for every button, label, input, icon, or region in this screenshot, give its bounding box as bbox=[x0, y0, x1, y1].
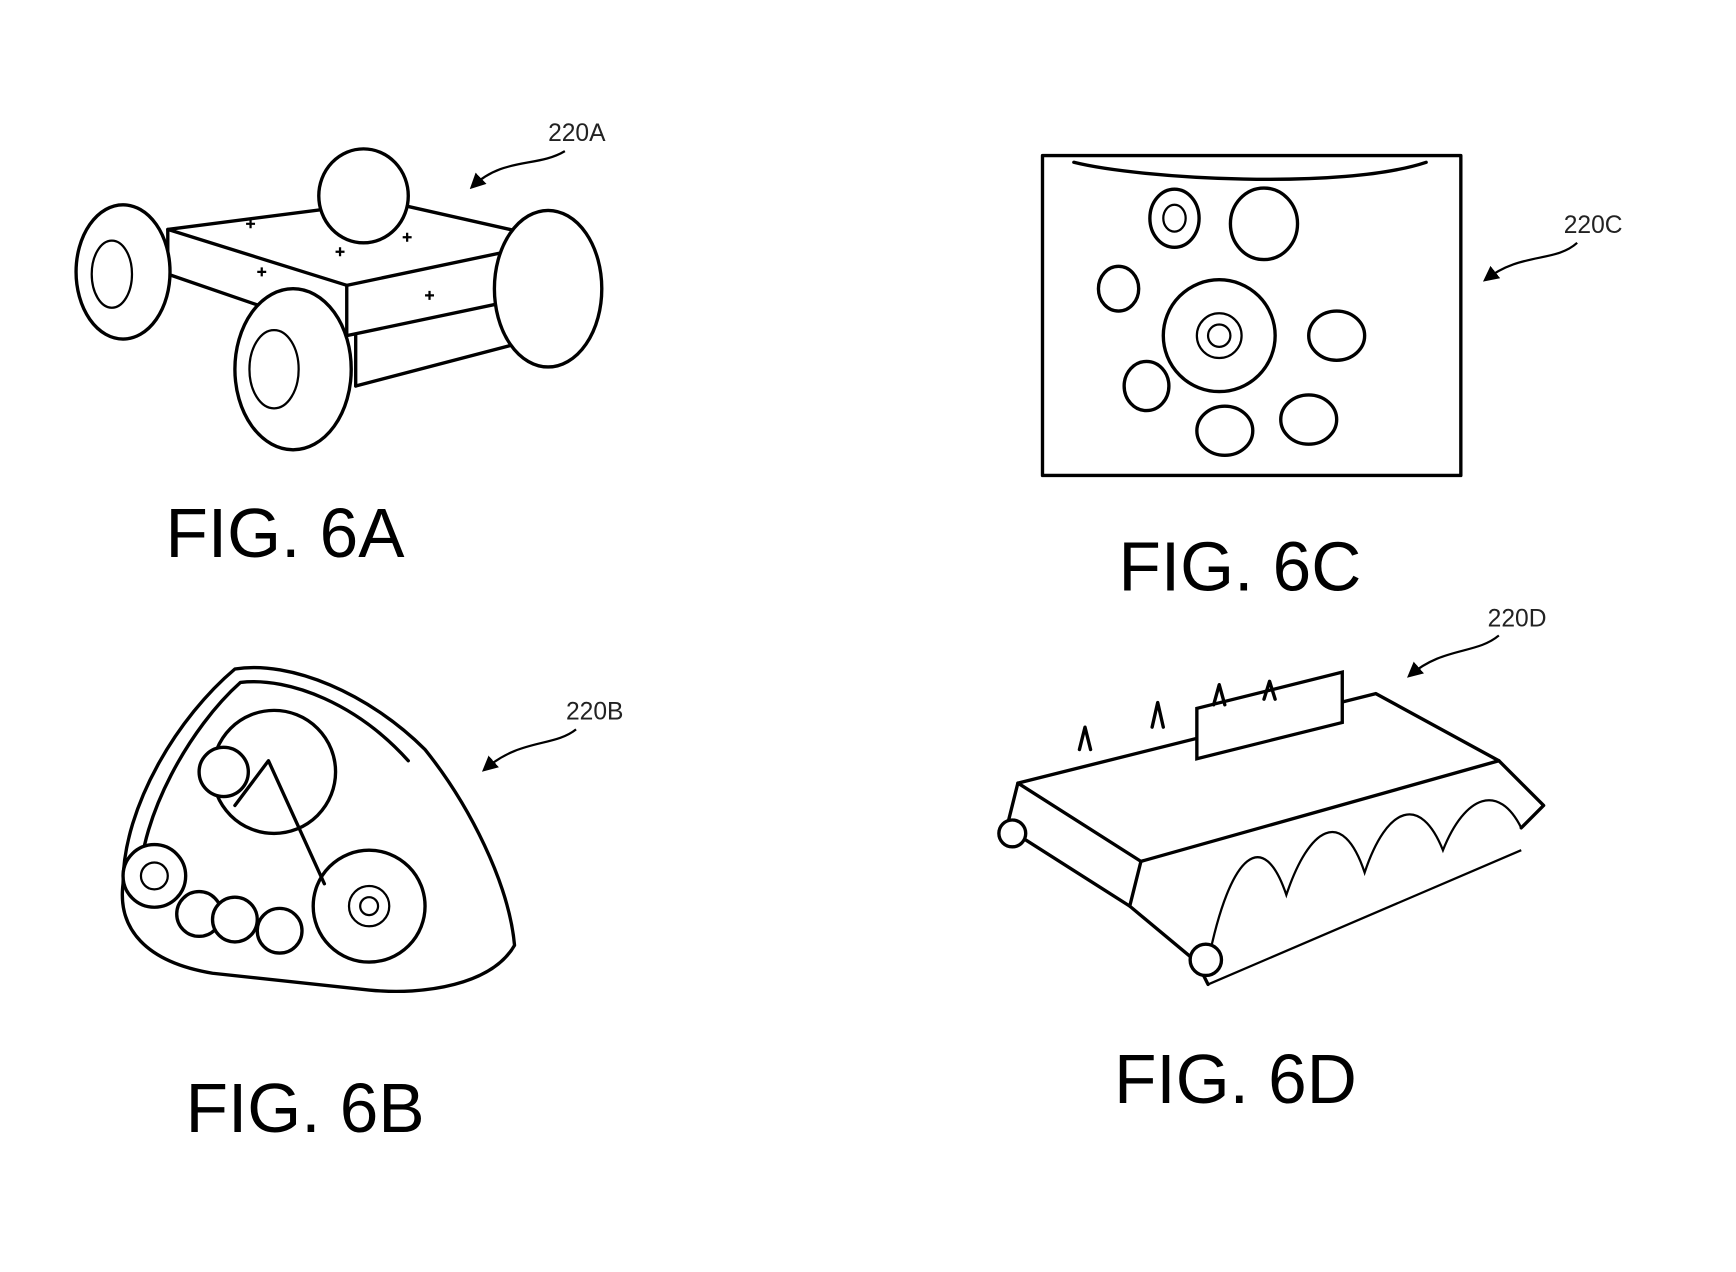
fig-6b-track-unit bbox=[120, 665, 517, 994]
fig-6c-mecanum-wheel bbox=[1040, 153, 1463, 478]
fig-6a-wheeled-platform bbox=[74, 147, 604, 452]
figure-caption-6b: FIG. 6B bbox=[186, 1069, 425, 1147]
figure-caption-6c: FIG. 6C bbox=[1119, 528, 1362, 606]
leader-arrow-220a bbox=[469, 150, 566, 190]
leader-arrow-220d bbox=[1407, 634, 1500, 678]
reference-numeral-220d: 220D bbox=[1488, 605, 1547, 632]
reference-numeral-220b: 220B bbox=[566, 698, 623, 725]
figure-caption-6a: FIG. 6A bbox=[166, 494, 406, 572]
fig-6d-screw-drive-platform bbox=[997, 670, 1546, 987]
reference-numeral-220a: 220A bbox=[548, 120, 606, 147]
leader-arrow-220c bbox=[1482, 241, 1578, 282]
wheel-icon bbox=[74, 147, 604, 452]
leader-arrow-220b bbox=[481, 728, 577, 772]
reference-numeral-220c: 220C bbox=[1564, 212, 1623, 239]
figure-caption-6d: FIG. 6D bbox=[1114, 1040, 1357, 1118]
